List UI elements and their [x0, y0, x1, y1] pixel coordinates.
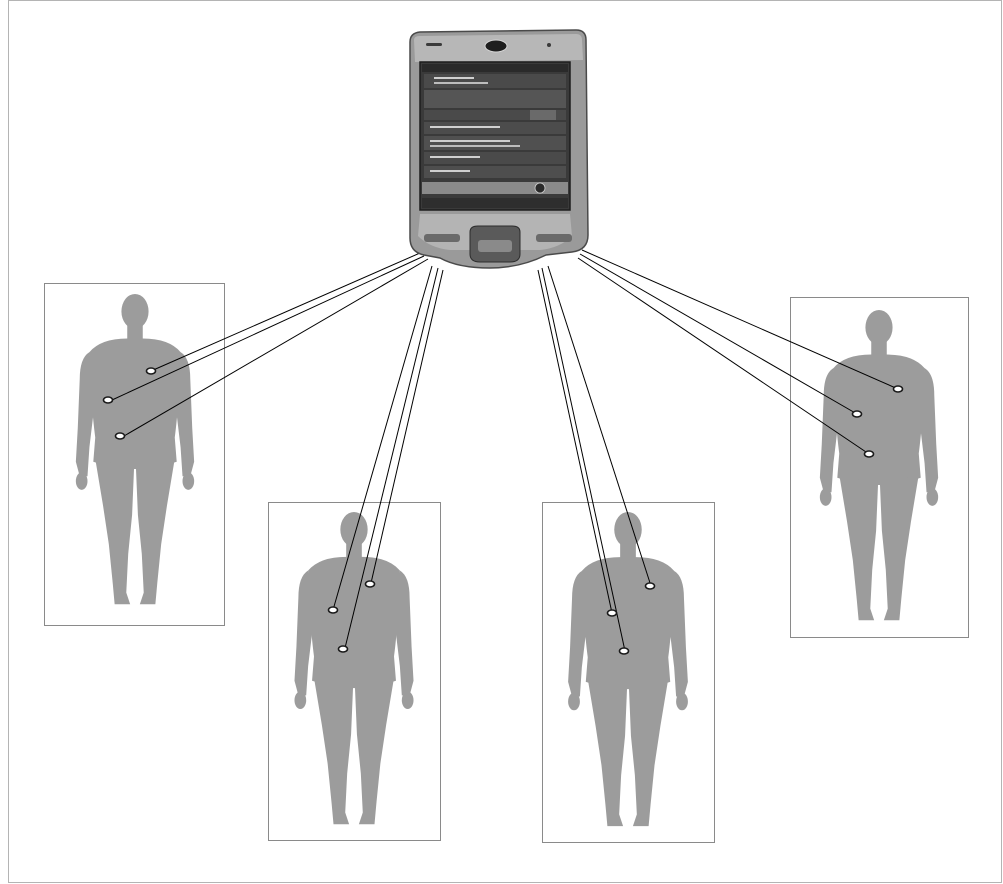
sensor-p1-1: [147, 368, 156, 374]
sensor-p3-2: [620, 648, 629, 654]
person-2: [269, 503, 441, 841]
sensor-p2-1: [329, 607, 338, 613]
sensor-p1-3: [116, 433, 125, 439]
sensor-p4-2: [853, 411, 862, 417]
pda-screen-content: [422, 64, 568, 208]
pda-camera-icon: [547, 43, 551, 47]
person-3: [543, 503, 715, 843]
pda-speaker-icon: [426, 43, 442, 46]
pda-left-button: [424, 234, 460, 242]
sensor-p3-3: [646, 583, 655, 589]
sensor-p3-1: [608, 610, 617, 616]
pda-logo-icon: [485, 40, 507, 52]
person-4: [791, 298, 969, 638]
sensor-p2-2: [339, 646, 348, 652]
person-1: [45, 284, 225, 626]
sensor-p2-3: [366, 581, 375, 587]
sensor-p4-1: [894, 386, 903, 392]
sensor-p1-2: [104, 397, 113, 403]
pda-right-button: [536, 234, 572, 242]
pda-device: [410, 30, 588, 268]
sensor-p4-3: [865, 451, 874, 457]
